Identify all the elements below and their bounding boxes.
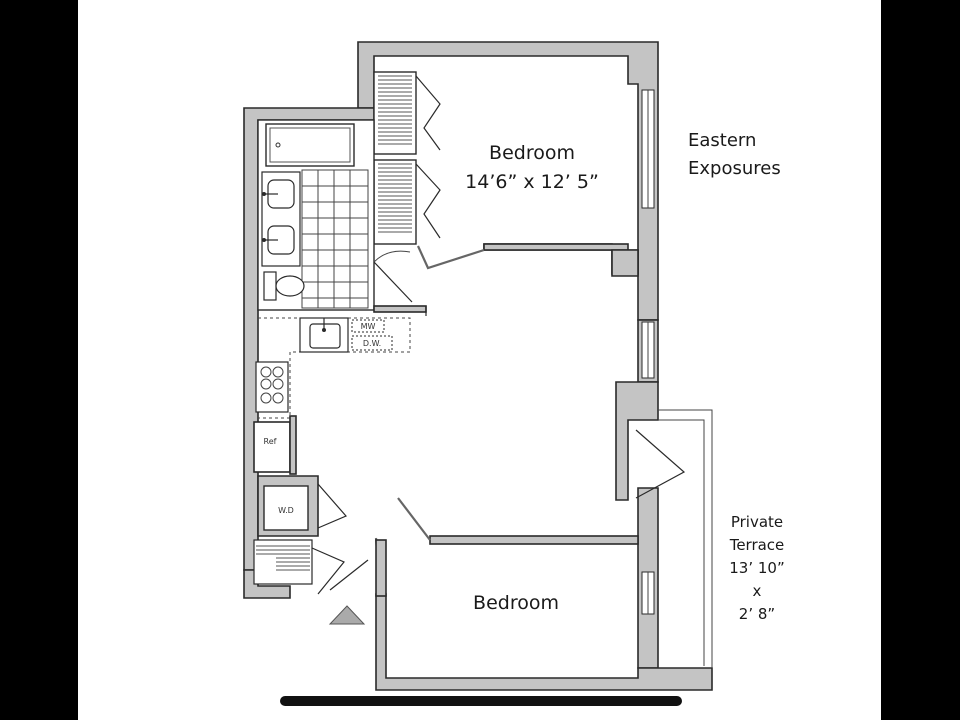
refrigerator — [253, 421, 291, 473]
exposure-line-2: Exposures — [688, 158, 781, 179]
dishwasher-label: D.W. — [363, 339, 381, 348]
washer-dryer — [263, 485, 309, 531]
window-east-1 — [641, 89, 655, 209]
bedroom-bottom-name: Bedroom — [473, 592, 559, 614]
terrace-line-1: Private — [731, 513, 783, 531]
wall-bottom — [375, 593, 713, 691]
toilet-icon — [275, 275, 305, 297]
wall-bedroom-top-corner — [611, 249, 639, 277]
microwave — [351, 319, 385, 333]
microwave-label: MW — [361, 322, 376, 331]
terrace-line-3: 13’ 10” — [729, 559, 784, 577]
wall-bedroom-bottom-left — [375, 539, 387, 597]
closet-top-bedroom — [373, 71, 441, 245]
terrace-line-4: x — [753, 582, 762, 600]
entry-arrow-icon — [328, 605, 366, 625]
wall-bedroom-top-partition-bar — [483, 243, 629, 251]
wall-bathroom-bottom — [373, 305, 427, 313]
floor-plan-drawing: MW D.W. Ref W.D — [243, 41, 713, 691]
wall-right-column — [615, 381, 659, 501]
home-indicator[interactable] — [280, 696, 682, 706]
washer-dryer-closet: W.D — [253, 475, 347, 595]
terrace-line-5: 2’ 8” — [739, 605, 775, 623]
stove-icon — [255, 361, 289, 413]
exposure-line-1: Eastern — [688, 130, 756, 151]
refrigerator-label: Ref — [264, 437, 277, 446]
floor-plan-page — [78, 0, 881, 720]
bathroom-floor-tiles — [301, 169, 369, 309]
bedroom-top-name: Bedroom — [489, 142, 575, 164]
terrace-line-2: Terrace — [729, 536, 785, 554]
kitchen-sink-icon — [309, 323, 341, 349]
terrace-rail-outer — [658, 409, 713, 668]
kitchen: MW D.W. Ref — [253, 317, 411, 475]
door-bedroom-top — [416, 245, 485, 270]
entry-door — [329, 559, 369, 591]
window-east-3 — [641, 571, 655, 615]
dishwasher — [351, 335, 393, 351]
terrace-rail-inner — [658, 419, 705, 666]
bathroom — [257, 119, 427, 316]
bedroom-top-dimensions: 14’6” x 12’ 5” — [465, 171, 599, 193]
door-bedroom-bottom — [397, 497, 431, 541]
window-east-2 — [641, 321, 655, 379]
terrace-door — [635, 429, 686, 499]
wall-bedroom-bottom-top — [429, 535, 639, 545]
washer-dryer-label: W.D — [278, 506, 294, 515]
bathtub — [265, 123, 355, 167]
